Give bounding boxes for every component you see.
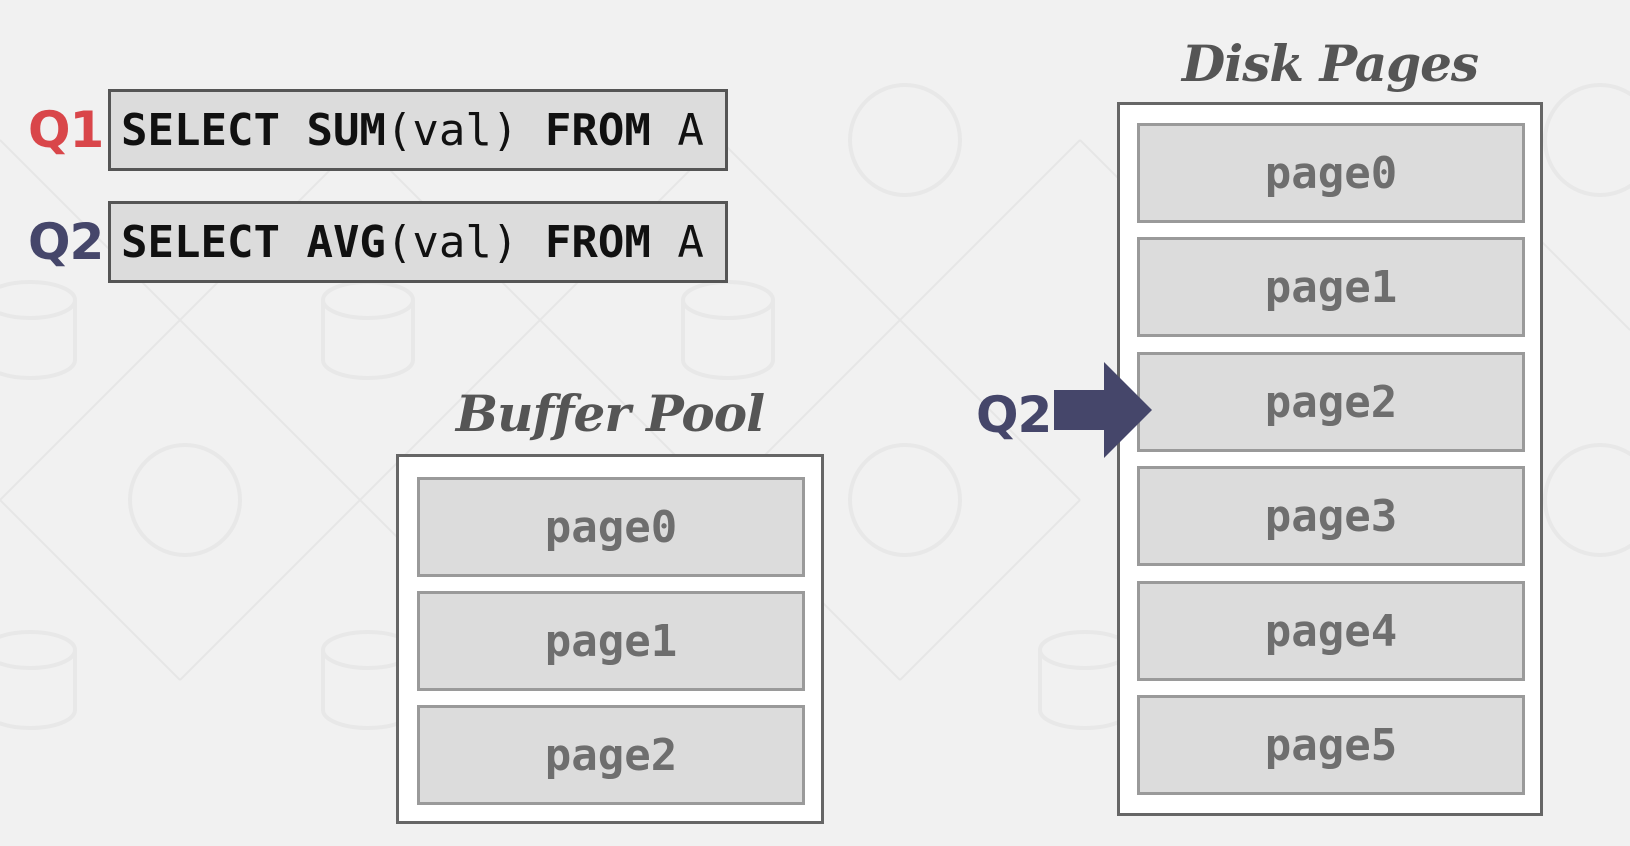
buffer-pool-title: Buffer Pool (455, 384, 765, 443)
sql-keyword-from: FROM (544, 216, 651, 268)
buffer-pool-page-slot: page2 (417, 705, 805, 805)
disk-page-slot: page0 (1137, 123, 1525, 223)
arrow-right-icon (1054, 362, 1152, 458)
sql-function: AVG (306, 216, 386, 268)
query-label-q2: Q2 (28, 213, 104, 271)
sql-table: A (677, 104, 704, 156)
disk-pages-title: Disk Pages (1181, 34, 1479, 93)
sql-function: SUM (306, 104, 386, 156)
sql-argument: (val) (385, 104, 519, 156)
disk-page-slot: page2 (1137, 352, 1525, 452)
disk-pages-container: page0 page1 page2 page3 page4 page5 (1117, 102, 1543, 816)
sql-argument: (val) (385, 216, 519, 268)
buffer-pool-page-slot: page0 (417, 477, 805, 577)
sql-keyword-select: SELECT (121, 216, 280, 268)
sql-table: A (677, 216, 704, 268)
query-box-q2: SELECT AVG(val) FROM A (108, 201, 728, 283)
disk-page-slot: page3 (1137, 466, 1525, 566)
disk-page-slot: page1 (1137, 237, 1525, 337)
buffer-pool-container: page0 page1 page2 (396, 454, 824, 824)
sql-keyword-from: FROM (544, 104, 651, 156)
disk-page-slot: page4 (1137, 581, 1525, 681)
disk-page-slot: page5 (1137, 695, 1525, 795)
sql-keyword-select: SELECT (121, 104, 280, 156)
cursor-label-q2: Q2 (976, 386, 1052, 444)
query-box-q1: SELECT SUM(val) FROM A (108, 89, 728, 171)
query-label-q1: Q1 (28, 101, 104, 159)
buffer-pool-page-slot: page1 (417, 591, 805, 691)
